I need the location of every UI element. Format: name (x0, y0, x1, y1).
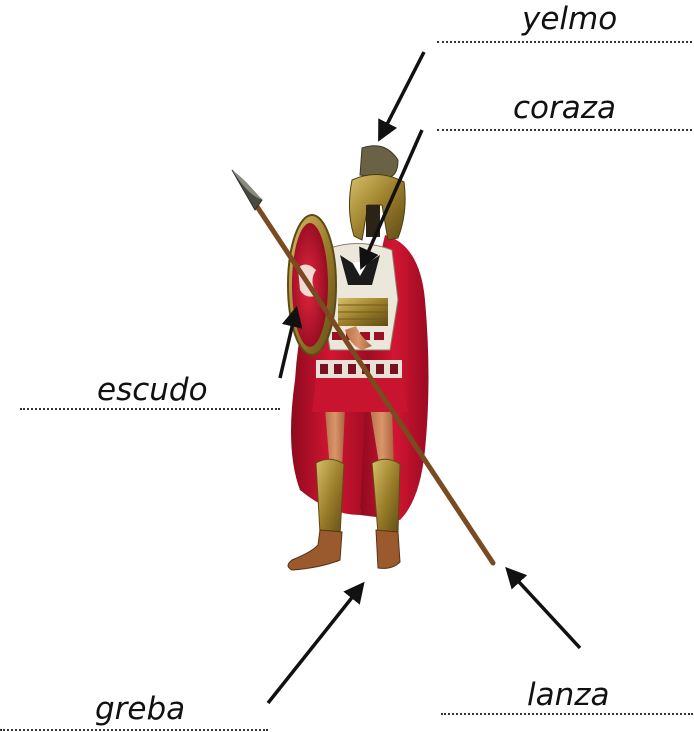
label-coraza: coraza (513, 90, 617, 126)
helmet (348, 145, 406, 241)
label-escudo: escudo (97, 372, 208, 408)
arrow-lanza (505, 566, 582, 650)
cuirass (321, 242, 399, 351)
arm (345, 326, 372, 350)
answer-line-lanza (441, 713, 693, 715)
legs (325, 408, 394, 562)
boots (287, 529, 401, 571)
arrow-coraza (359, 129, 424, 270)
answer-line-greba (0, 729, 268, 731)
arrow-yelmo (378, 51, 426, 142)
label-greba: greba (95, 691, 186, 727)
label-lanza: lanza (527, 677, 610, 713)
answer-line-yelmo (437, 41, 692, 43)
arrow-greba (266, 581, 365, 705)
label-yelmo: yelmo (522, 1, 618, 37)
spear (231, 169, 496, 566)
arrow-escudo (278, 305, 303, 379)
answer-line-coraza (437, 129, 692, 131)
greaves (315, 458, 401, 538)
answer-line-escudo (20, 408, 280, 410)
